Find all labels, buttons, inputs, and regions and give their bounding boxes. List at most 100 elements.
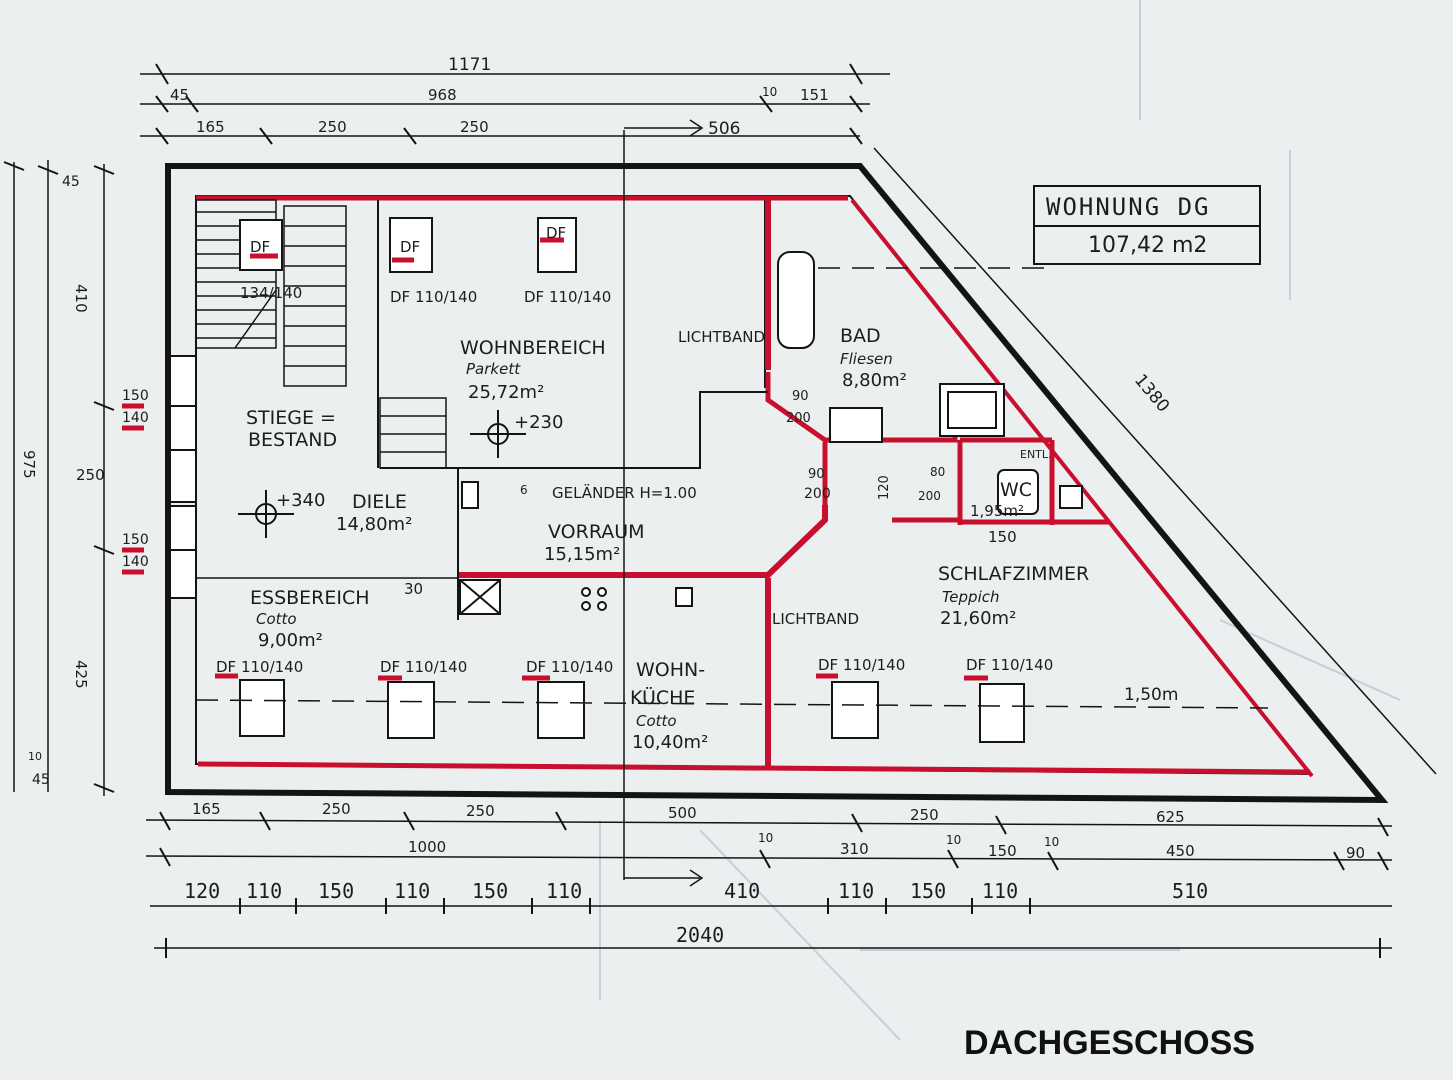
room-wohnbereich-name: WOHNBEREICH — [460, 337, 606, 359]
dim-left-d: 425 — [72, 660, 90, 689]
label-df-2: DF — [400, 238, 420, 256]
window-label-1: DF 110/140 — [390, 288, 477, 306]
dim-bottom3-10: 110 — [982, 879, 1018, 903]
apartment-box — [1033, 185, 1261, 265]
dim-left-b: 410 — [72, 284, 90, 313]
dim-door-2: 200 — [786, 411, 811, 426]
label-lichtband-bottom: LICHTBAND — [772, 610, 859, 628]
room-wohnbereich-level: +230 — [514, 412, 563, 433]
dim-bottom2-a: 1000 — [408, 838, 446, 856]
dim-left-a: 45 — [62, 174, 80, 190]
outer-wall — [165, 163, 1389, 804]
dim-wc-width: 150 — [988, 528, 1017, 546]
dim-door-4: 200 — [804, 486, 831, 502]
dim-top-g: 250 — [460, 118, 489, 136]
dimension-lines — [13, 73, 1437, 949]
label-df-stair: 134/140 — [240, 284, 302, 302]
dim-door-6: 80 — [930, 465, 945, 479]
dim-gelaender: 6 — [520, 483, 528, 497]
room-stiege-line2: BESTAND — [248, 429, 337, 451]
dim-bottom2-c: 310 — [840, 840, 869, 858]
apartment-name: WOHNUNG DG — [1046, 193, 1211, 221]
window-label-2: DF 110/140 — [524, 288, 611, 306]
dim-bottom2-d: 10 — [946, 833, 961, 847]
room-wc-name: WC — [1000, 479, 1032, 501]
dim-door-7: 200 — [918, 489, 941, 503]
label-df-1: DF — [250, 238, 270, 256]
dim-top-a: 45 — [170, 86, 189, 104]
dim-top-b: 968 — [428, 86, 457, 104]
label-entl: ENTL. — [1020, 448, 1052, 461]
level-markers — [238, 410, 526, 538]
dim-bottom3-9: 150 — [910, 879, 946, 903]
room-wohnkueche-area: 10,40m² — [632, 732, 708, 753]
dim-top-f: 250 — [318, 118, 347, 136]
dim-bottom3-8: 110 — [838, 879, 874, 903]
room-schlafzimmer-area: 21,60m² — [940, 608, 1016, 629]
dim-bottom2-h: 90 — [1346, 844, 1365, 862]
dim-top-total: 1171 — [448, 55, 491, 75]
dim-bottom1-2: 250 — [322, 800, 351, 818]
label-gelaender: GELÄNDER H=1.00 — [552, 483, 697, 502]
label-df-3: DF — [546, 224, 566, 242]
dim-left-h: 140 — [122, 554, 149, 570]
room-vorraum-area: 15,15m² — [544, 544, 620, 565]
dim-bottom1-4: 500 — [668, 804, 697, 822]
dim-bottom1-1: 165 — [192, 800, 221, 818]
room-schlafzimmer-name: SCHLAFZIMMER — [938, 563, 1089, 585]
dim-top-c: 10 — [762, 85, 777, 99]
room-wohnbereich-floor: Parkett — [466, 360, 521, 378]
room-essbereich-area: 9,00m² — [258, 630, 323, 651]
room-bad-area: 8,80m² — [842, 370, 907, 391]
room-essbereich-name: ESSBEREICH — [250, 587, 370, 609]
dim-bottom2-g: 450 — [1166, 842, 1195, 860]
plan-title: DACHGESCHOSS — [964, 1024, 1255, 1062]
dim-left-f: 140 — [122, 410, 149, 426]
dim-bottom1-3: 250 — [466, 802, 495, 820]
dim-bottom2-b: 10 — [758, 831, 773, 845]
room-diele-name: DIELE — [352, 491, 407, 513]
window-label-3: DF 110/140 — [216, 658, 303, 676]
room-wc-area: 1,95m² — [970, 502, 1024, 520]
dim-bottom3-1: 120 — [184, 879, 220, 903]
dim-bottom1-5: 250 — [910, 806, 939, 824]
dim-left-i: 10 — [28, 750, 42, 763]
bath-fixtures — [459, 251, 1083, 615]
room-stiege-line1: STIEGE = — [246, 407, 336, 429]
dim-top-d: 151 — [800, 86, 829, 104]
dim-left-total: 975 — [20, 450, 38, 479]
room-schlafzimmer-floor: Teppich — [942, 588, 1000, 606]
room-bad-name: BAD — [840, 325, 881, 347]
dim-door-3: 90 — [808, 467, 825, 482]
dim-left-e: 150 — [122, 388, 149, 404]
dim-bottom3-7: 410 — [724, 879, 760, 903]
dim-left-g: 150 — [122, 532, 149, 548]
dim-bottom1-6: 625 — [1156, 808, 1185, 826]
dim-bottom3-3: 150 — [318, 879, 354, 903]
room-wohnkueche-floor: Cotto — [636, 712, 677, 730]
apartment-area: 107,42 m2 — [1088, 233, 1207, 258]
label-lichtband-top: LICHTBAND — [678, 328, 765, 346]
dim-left-c: 250 — [76, 466, 105, 484]
left-dim-highlights — [122, 403, 144, 575]
dim-bottom2-e: 150 — [988, 842, 1017, 860]
dim-bottom3-5: 150 — [472, 879, 508, 903]
room-vorraum-name: VORRAUM — [548, 521, 645, 543]
dim-bottom3-4: 110 — [394, 879, 430, 903]
skylights-bottom — [239, 679, 1025, 743]
dimension-ticks — [3, 63, 1389, 958]
room-essbereich-floor: Cotto — [256, 610, 297, 628]
room-bad-floor: Fliesen — [840, 350, 893, 368]
window-label-6: DF 110/140 — [818, 656, 905, 674]
dim-door-5: 120 — [877, 475, 892, 500]
dim-top-e: 165 — [196, 118, 225, 136]
height-line — [195, 267, 1269, 709]
dim-total-width: 2040 — [676, 923, 724, 947]
dim-left-j: 45 — [32, 772, 50, 788]
window-label-5: DF 110/140 — [526, 658, 613, 676]
label-arrow-top: 506 — [708, 119, 740, 139]
dim-diagonal: 1380 — [1130, 370, 1173, 416]
dim-stair-width: 30 — [404, 580, 423, 598]
room-diele-level: +340 — [276, 490, 325, 511]
